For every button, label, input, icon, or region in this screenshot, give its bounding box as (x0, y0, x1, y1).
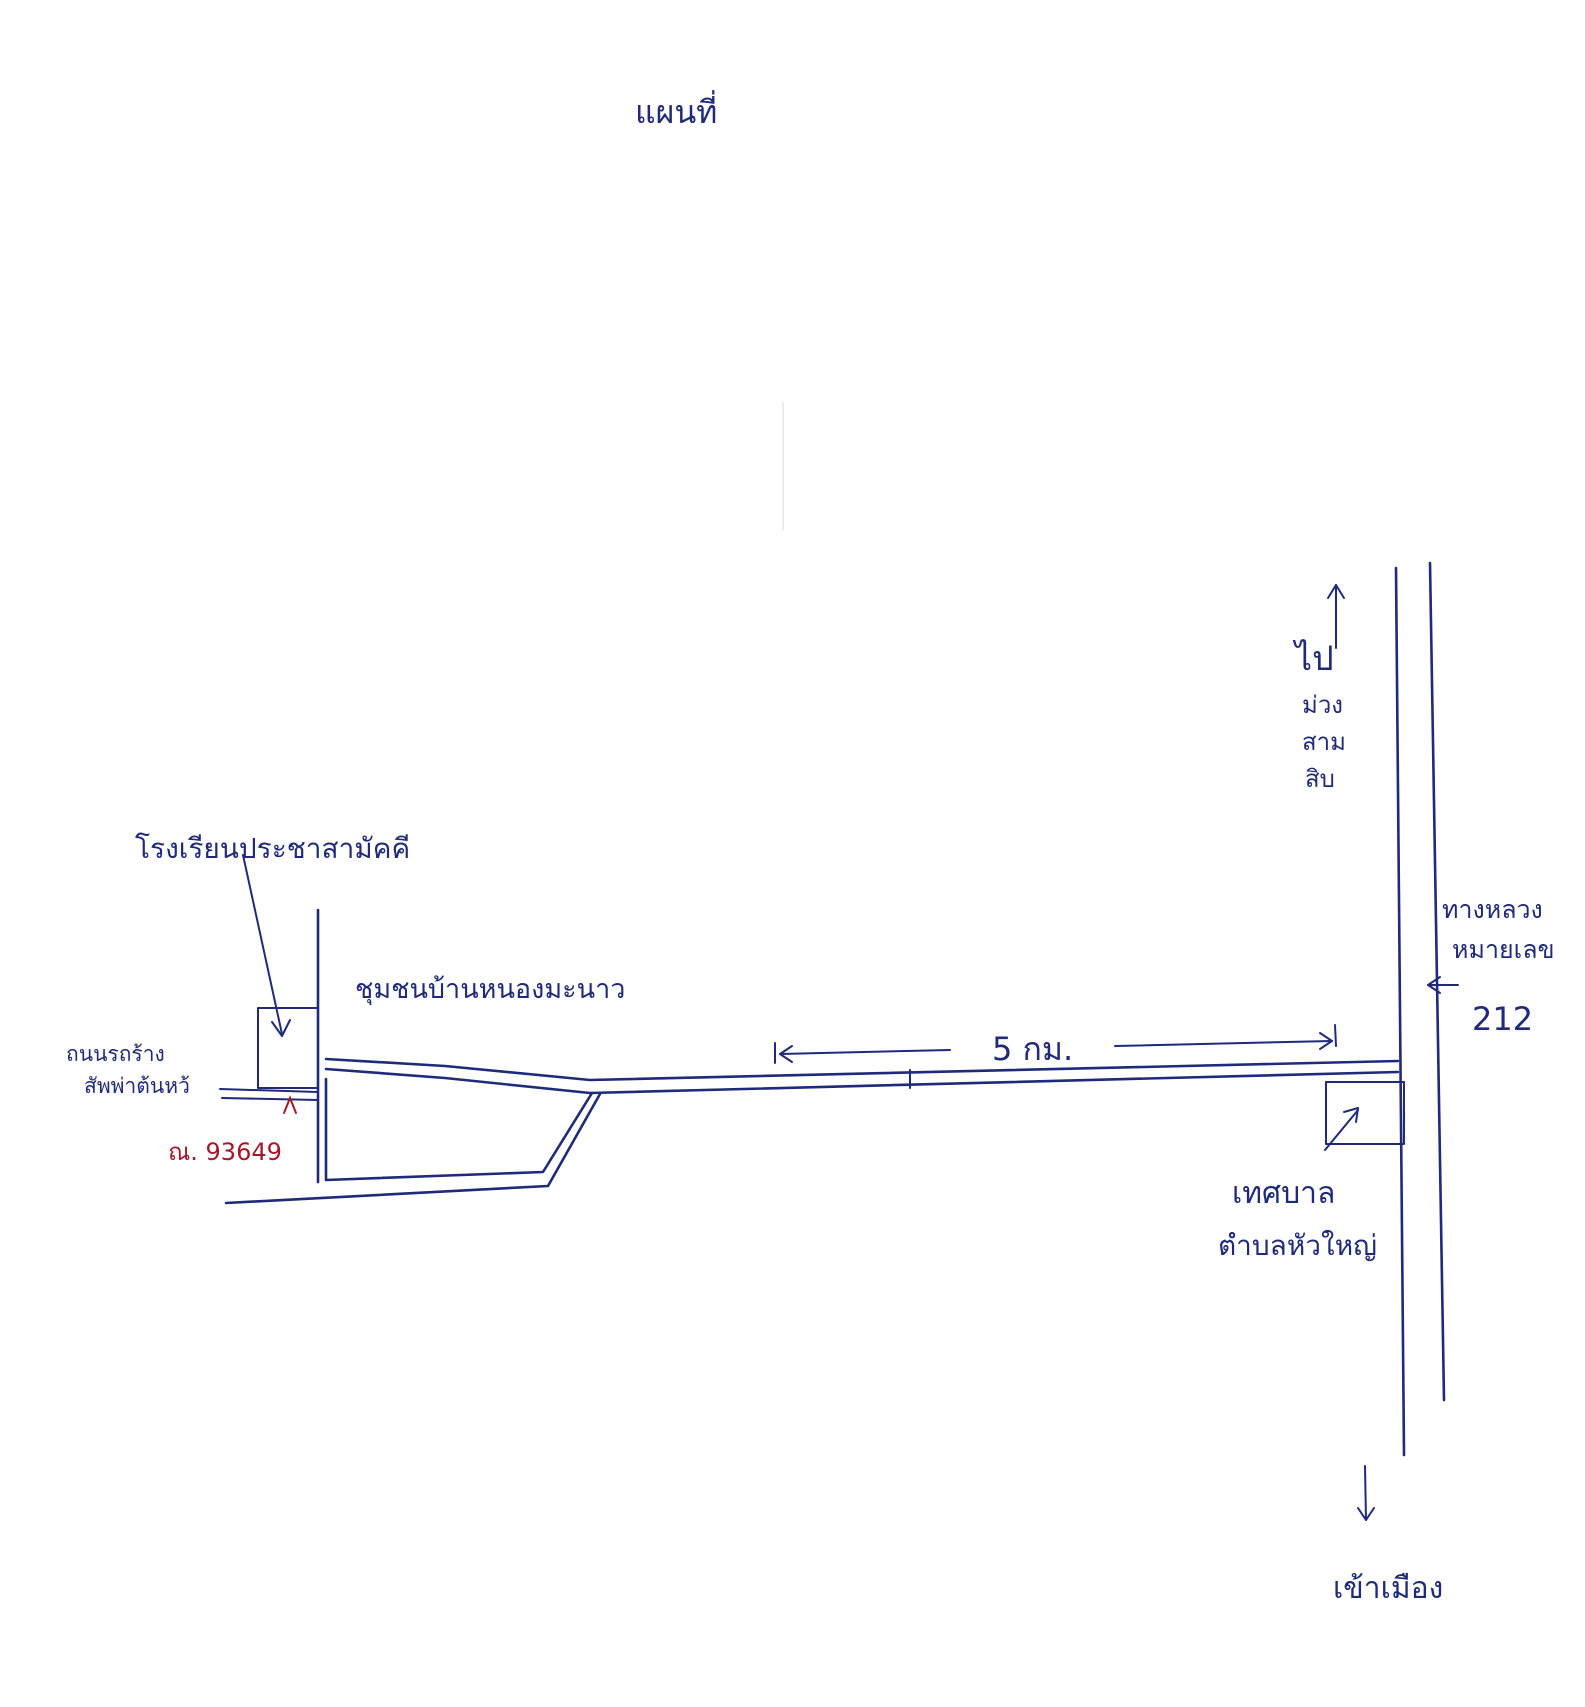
highway-label-2: หมายเลข (1452, 935, 1555, 964)
north-label-4: สิบ (1305, 765, 1335, 793)
distance-arrow (774, 1024, 1337, 1064)
south-label: เข้าเมือง (1333, 1571, 1443, 1606)
left-road-label-2: สัพพ่าต้นหว้ (84, 1074, 190, 1098)
municipality-building (1324, 1081, 1405, 1151)
north-label-3: สาม (1302, 728, 1346, 756)
left-road-label-1: ถนนรถร้าง (66, 1042, 165, 1066)
map-title: แผนที่ (635, 90, 717, 131)
highway-212 (1394, 561, 1446, 1457)
code-label: ณ. 93649 (168, 1138, 282, 1166)
highway-arrow (1427, 976, 1459, 994)
distance-label: 5 กม. (992, 1030, 1073, 1068)
school-label: โรงเรียนประชาสามัคคี (135, 832, 410, 865)
north-arrow (1327, 584, 1345, 649)
municipality-label-2: ตำบลหัวใหญ่ (1218, 1229, 1377, 1262)
left-road-arrow (219, 1088, 319, 1101)
community-label: ชุมชนบ้านหนองมะนาว (355, 974, 625, 1006)
municipality-label-1: เทศบาล (1232, 1176, 1335, 1211)
school-building (242, 854, 319, 1089)
highway-label-1: ทางหลวง (1442, 895, 1543, 924)
red-mark (283, 1095, 297, 1114)
main-road (324, 1057, 1400, 1095)
north-label-1: ไป (1292, 639, 1334, 679)
north-label-2: ม่วง (1302, 691, 1343, 719)
south-arrow (1357, 1465, 1375, 1521)
loop-road (224, 1077, 602, 1205)
highway-number: 212 (1472, 1000, 1533, 1038)
